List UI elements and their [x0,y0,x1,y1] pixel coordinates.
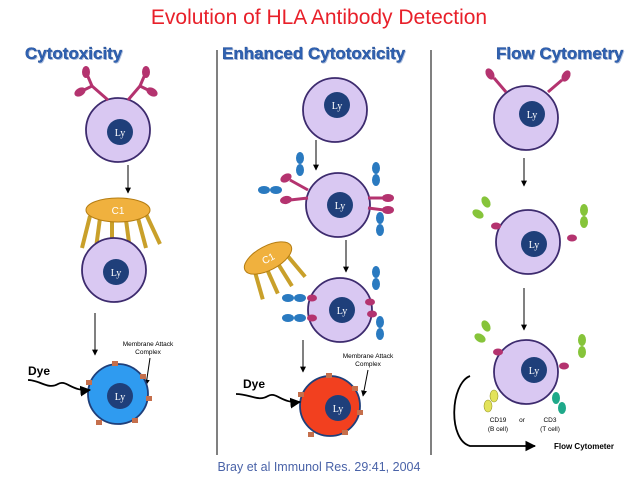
cell-label: Ly [529,240,540,251]
lysed-cell: Ly [86,361,152,425]
cell-label: Ly [111,268,122,279]
nucleus [521,231,547,257]
cell-label: Ly [337,306,348,317]
antibody-yellow [483,389,499,413]
pore [96,420,102,425]
pore [298,392,304,397]
antibody-blue [258,152,384,236]
citation: Bray et al Immunol Res. 29:41, 2004 [217,460,421,474]
dye-label: Dye [28,364,50,378]
antibody-blue [282,266,384,340]
nucleus [107,119,133,145]
c1-label: C1 [112,206,125,217]
lysed-cell: Ly [298,373,363,437]
mac-label-line1: Membrane Attack [343,353,394,360]
lymphocyte-cell: Ly [493,339,559,405]
cd3-sublabel: (T cell) [540,426,560,433]
pore [140,374,146,379]
mac-label-line1: Membrane Attack [123,341,174,348]
lymphocyte-cell: Ly [302,77,368,143]
antibody-pink [307,294,377,322]
arrow [361,369,369,397]
flow-arrow [453,375,537,452]
heading-flow-cytometry: Flow Cytometry [496,44,624,63]
lymphocyte-cell: Ly [493,85,559,151]
cell-label: Ly [335,201,346,212]
cell-label: Ly [527,110,538,121]
nucleus [327,192,353,218]
antibody-teal [552,392,566,414]
antibody-green [472,196,588,228]
pore [146,396,152,401]
arrow [143,357,151,386]
nucleus [325,395,351,421]
antibody-pink [491,222,577,242]
pore [86,380,92,385]
dye-arrow [235,393,302,409]
nucleus [324,92,350,118]
nucleus [519,101,545,127]
nucleus [521,357,547,383]
pore [357,410,363,415]
nucleus [103,259,129,285]
lymphocyte-cell: Ly [307,277,373,343]
cell-label: Ly [529,366,540,377]
cell-label: Ly [115,128,126,139]
dye-arrow [27,379,92,397]
cd19-sublabel: (B cell) [488,426,508,433]
mac-label-line2: Complex [135,349,161,356]
dye-label: Dye [243,377,265,391]
mac-label-line2: Complex [355,361,381,368]
or-label: or [519,417,526,424]
flow-cytometer-label: Flow Cytometer [554,442,614,451]
pore [342,430,348,435]
antibody-pink [280,173,309,205]
cell-label: Ly [115,392,126,403]
antibody-green [474,320,586,358]
antibody-pink [493,348,569,370]
nucleus [107,383,133,409]
heading-cytotoxicity: Cytotoxicity [25,44,123,63]
antibody-pink [74,66,109,102]
cd3-label: CD3 [543,417,556,424]
c1-label: C1 [260,251,277,267]
pore [352,386,358,391]
heading-enhanced-cytotoxicity: Enhanced Cytotoxicity [222,44,406,63]
antibody-pink [367,194,394,214]
pore [308,432,314,437]
cell-label: Ly [333,404,344,415]
complement-c1: C1 [243,241,307,300]
lymphocyte-cell: Ly [305,172,371,238]
antibody-pink [485,68,571,94]
antibody-pink [126,66,158,101]
pore [326,373,332,378]
cell-label: Ly [332,101,343,112]
pore [132,418,138,423]
cd19-label: CD19 [490,417,507,424]
nucleus [329,297,355,323]
pore [112,361,118,366]
lymphocyte-cell: Ly [85,97,151,163]
lymphocyte-cell: Ly [495,209,561,275]
diagram-title: Evolution of HLA Antibody Detection [150,6,488,29]
lymphocyte-cell: Ly [81,237,147,303]
